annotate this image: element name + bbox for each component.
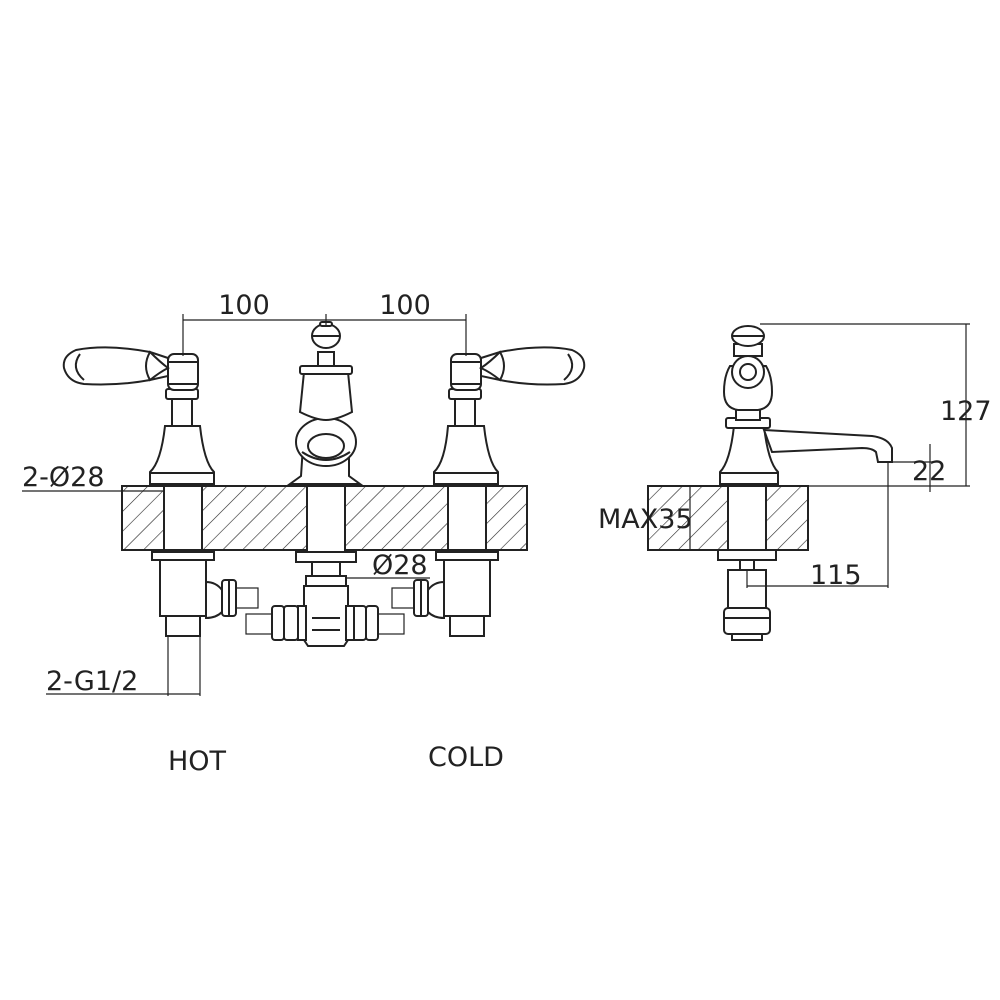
flexible-connectors (235, 587, 415, 641)
cold-lever-handle (480, 346, 586, 386)
hot-lever-handle (62, 346, 169, 386)
connection-dimension: 2-G1/2 (46, 636, 201, 697)
cold-underside (413, 551, 499, 637)
spout-height-label: 22 (912, 456, 946, 487)
height-label: 127 (940, 396, 992, 427)
max-deck-dimension: MAX35 (598, 486, 693, 550)
connection-label: 2-G1/2 (46, 666, 138, 697)
max-deck-label: MAX35 (598, 504, 693, 535)
hot-underside (151, 551, 237, 637)
cold-valve (433, 346, 586, 485)
hole-diameter-label: 2-Ø28 (22, 462, 105, 493)
center-diameter-dimension: Ø28 (345, 550, 430, 581)
reach-label: 115 (810, 560, 862, 591)
center-diameter-label: Ø28 (372, 550, 428, 581)
center-tee-body (295, 551, 357, 647)
side-spout (719, 325, 893, 485)
cold-label: COLD (428, 742, 504, 773)
center-shank (307, 486, 345, 552)
side-underside (717, 549, 777, 641)
hole-diameter-dimension: 2-Ø28 (22, 462, 164, 493)
spacing-left-label: 100 (218, 290, 270, 321)
side-view: 127 22 MAX35 115 (598, 323, 992, 641)
center-spout (286, 321, 364, 485)
spout-height-dimension: 22 (892, 444, 946, 492)
cold-shank (448, 486, 486, 550)
spacing-right-label: 100 (379, 290, 431, 321)
spacing-dimension: 100 100 (182, 290, 467, 356)
hot-valve (62, 346, 215, 485)
hot-label: HOT (168, 746, 227, 777)
reach-dimension: 115 (746, 462, 889, 591)
hot-shank (164, 486, 202, 550)
height-dimension: 127 (760, 323, 992, 487)
front-view: 100 100 2-Ø28 Ø28 2-G1/2 HOT COLD (22, 290, 586, 777)
